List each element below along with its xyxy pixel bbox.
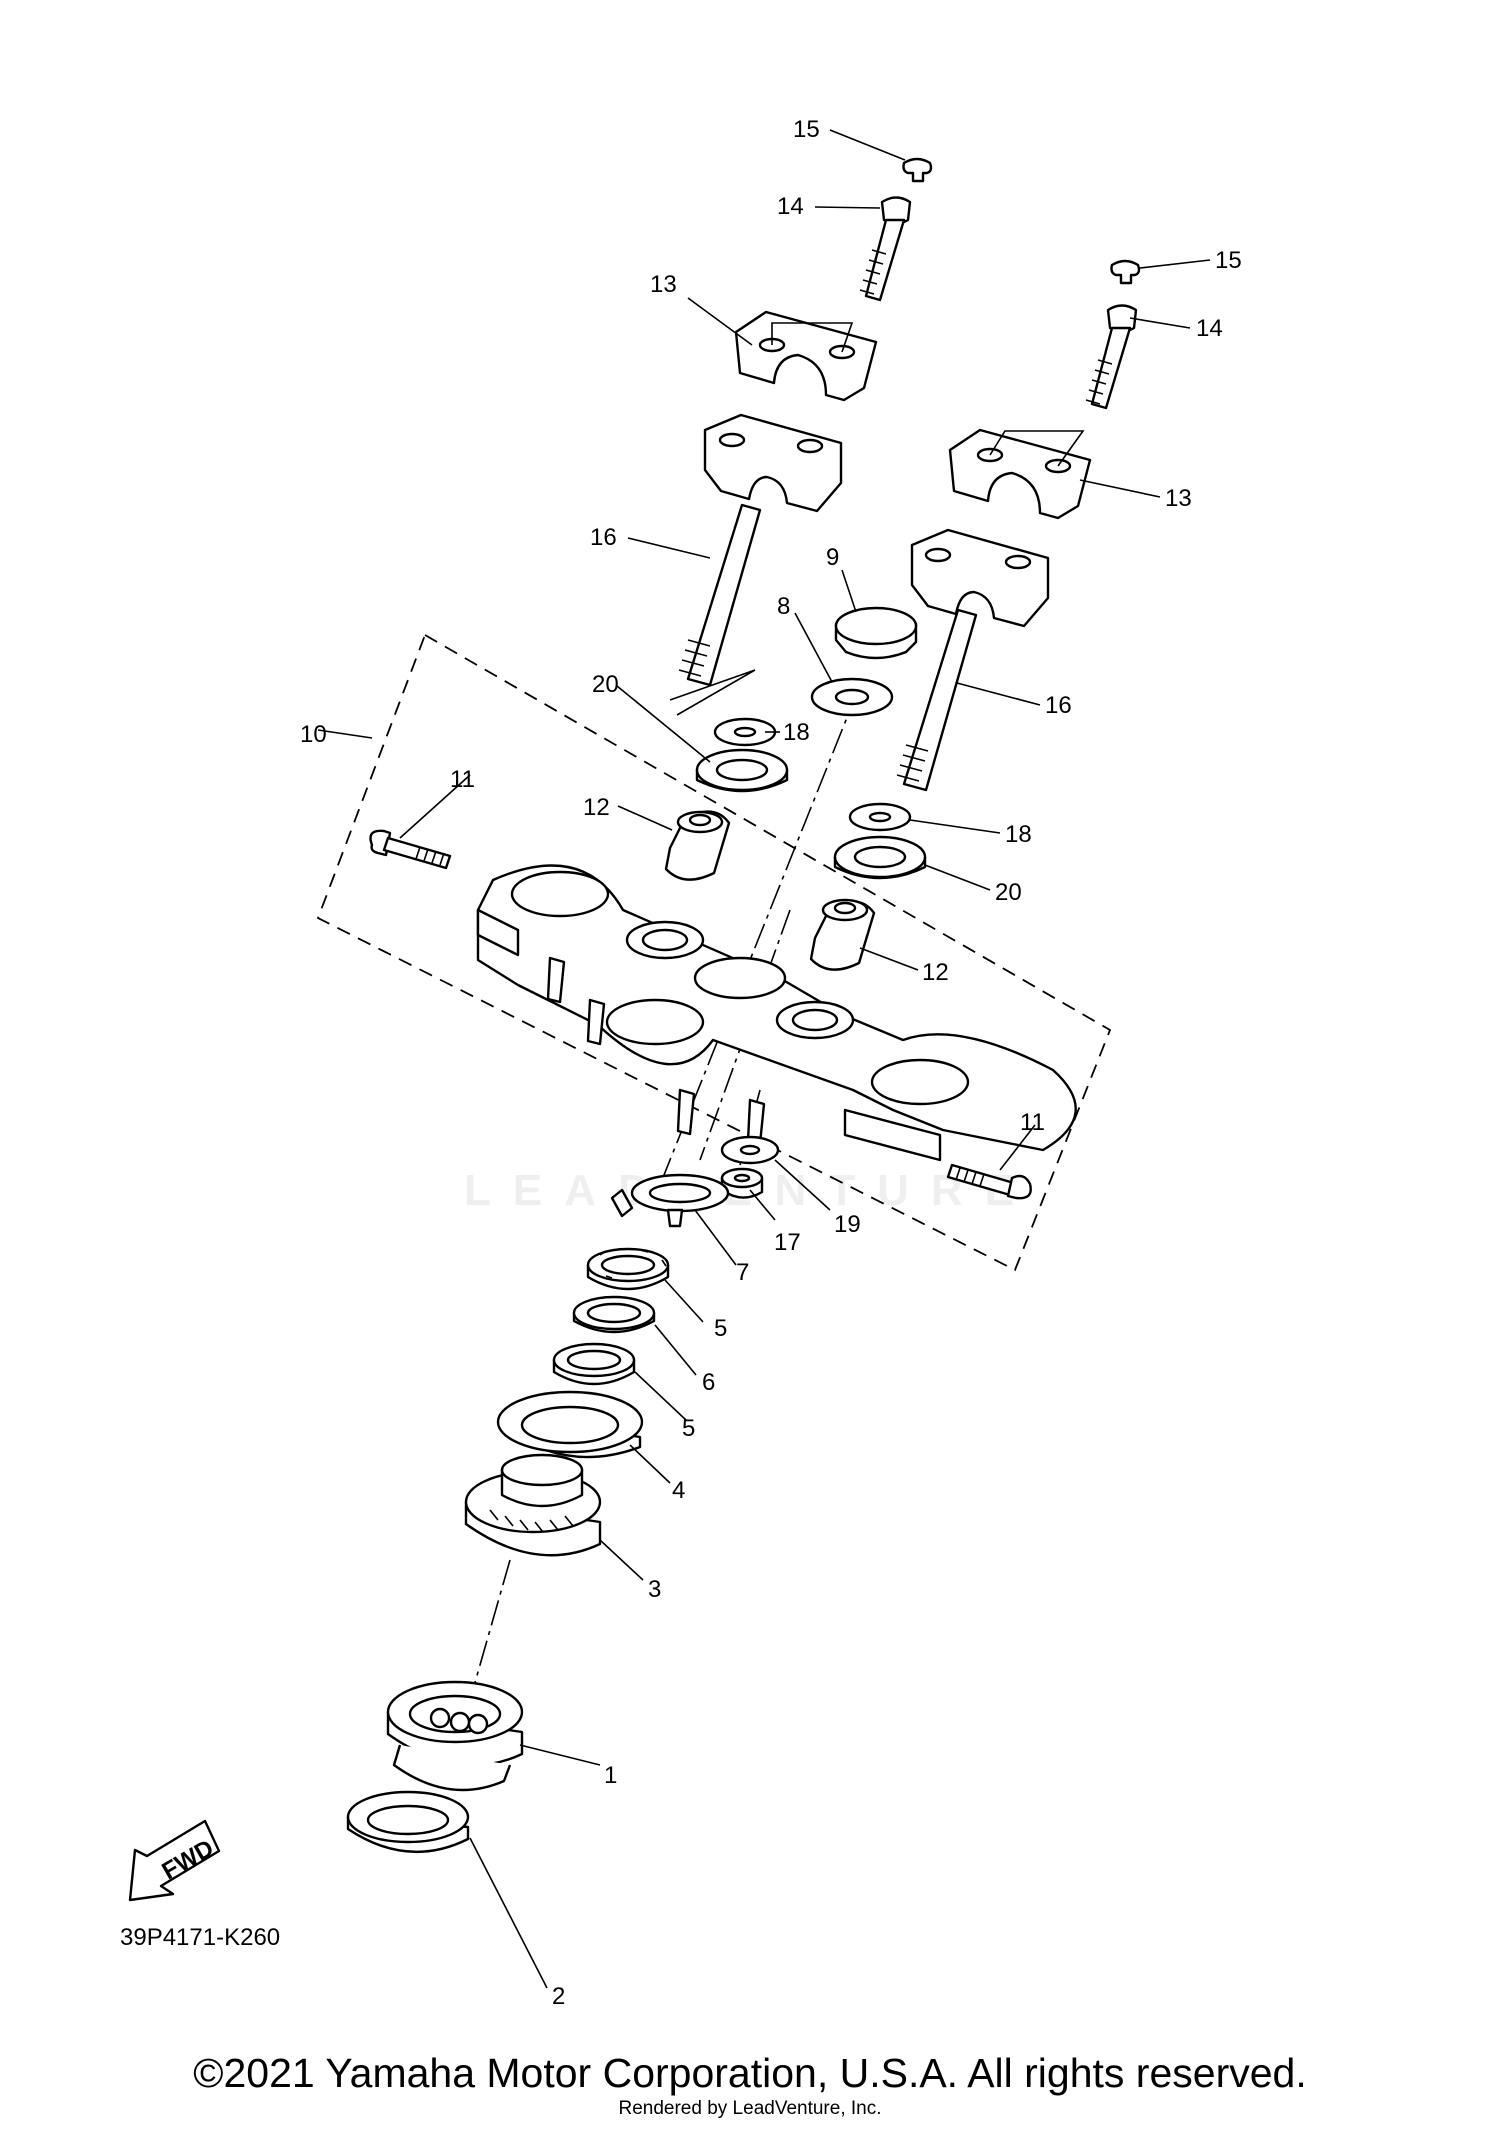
damper-12-left xyxy=(664,810,731,881)
bolt-14-right xyxy=(1085,304,1138,410)
callout-3: 3 xyxy=(648,1576,661,1603)
callout-6: 6 xyxy=(702,1369,715,1396)
ring-nut-5-lower xyxy=(552,1342,636,1386)
callout-14: 14 xyxy=(777,193,804,220)
holder-lower-16-left xyxy=(678,413,843,687)
callout-16: 16 xyxy=(590,524,617,551)
callout-18: 18 xyxy=(1005,821,1032,848)
bolt-11-right xyxy=(946,1163,1032,1200)
bearing-1 xyxy=(386,1680,524,1792)
seal-2 xyxy=(346,1790,470,1854)
bolt-14-left xyxy=(859,196,912,302)
lock-washer-7 xyxy=(610,1173,730,1228)
steering-nut-9 xyxy=(834,606,918,660)
washer-19 xyxy=(720,1135,780,1165)
callout-10: 10 xyxy=(300,721,327,748)
copyright-notice: ©2021 Yamaha Motor Corporation, U.S.A. A… xyxy=(193,2050,1307,2096)
callout-9: 9 xyxy=(826,544,839,571)
washer-6 xyxy=(572,1295,656,1334)
nut-17 xyxy=(720,1167,764,1199)
steering-axis-line-lower xyxy=(469,1559,511,1701)
rendered-by-notice: Rendered by LeadVenture, Inc. xyxy=(618,2098,882,2119)
leader-lines xyxy=(317,129,1211,1989)
bolt-11-left xyxy=(369,829,452,870)
callout-15: 15 xyxy=(1215,247,1242,274)
fwd-arrow-icon: FWD xyxy=(128,1819,221,1902)
washer-18-right xyxy=(848,802,912,832)
callout-13: 13 xyxy=(1165,485,1192,512)
callout-11: 11 xyxy=(1020,1109,1045,1136)
bearing-3 xyxy=(464,1453,602,1557)
holder-lower-16-right xyxy=(896,528,1050,792)
break-line xyxy=(669,669,756,716)
holder-upper-13-left xyxy=(734,310,878,402)
bearing-cover-4 xyxy=(496,1390,644,1459)
callout-13: 13 xyxy=(650,271,677,298)
callout-1: 1 xyxy=(604,1762,617,1789)
diagram-code: 39P4171-K260 xyxy=(120,1924,280,1951)
damper-12-right xyxy=(809,898,876,971)
callout-18: 18 xyxy=(783,719,810,746)
callout-19: 19 xyxy=(834,1211,861,1238)
cap-15-left xyxy=(902,157,933,183)
callout-8: 8 xyxy=(777,593,790,620)
upper-bracket-assembly-outline xyxy=(316,633,1112,1272)
callout-17: 17 xyxy=(774,1229,801,1256)
washer-8 xyxy=(810,677,894,717)
upper-bracket-10 xyxy=(476,864,1077,1162)
callout-12: 12 xyxy=(922,959,949,986)
cap-15-right xyxy=(1110,259,1141,285)
callout-5: 5 xyxy=(714,1315,727,1342)
callout-labels: 15 14 13 15 14 13 16 16 9 8 20 18 18 20 … xyxy=(300,116,1242,2010)
callout-4: 4 xyxy=(672,1477,685,1504)
callout-20: 20 xyxy=(592,671,619,698)
bushing-20-right xyxy=(833,835,927,880)
callout-16: 16 xyxy=(1045,692,1072,719)
callout-14: 14 xyxy=(1196,315,1223,342)
bushing-20-left xyxy=(695,748,789,793)
callout-20: 20 xyxy=(995,879,1022,906)
ring-nut-5-upper xyxy=(586,1247,670,1291)
callout-15: 15 xyxy=(793,116,820,143)
callout-5: 5 xyxy=(682,1415,695,1442)
callout-7: 7 xyxy=(736,1259,749,1286)
callout-11: 11 xyxy=(450,766,475,793)
holder-upper-13-right xyxy=(948,428,1092,520)
callout-12: 12 xyxy=(583,794,610,821)
callout-2: 2 xyxy=(552,1983,565,2010)
